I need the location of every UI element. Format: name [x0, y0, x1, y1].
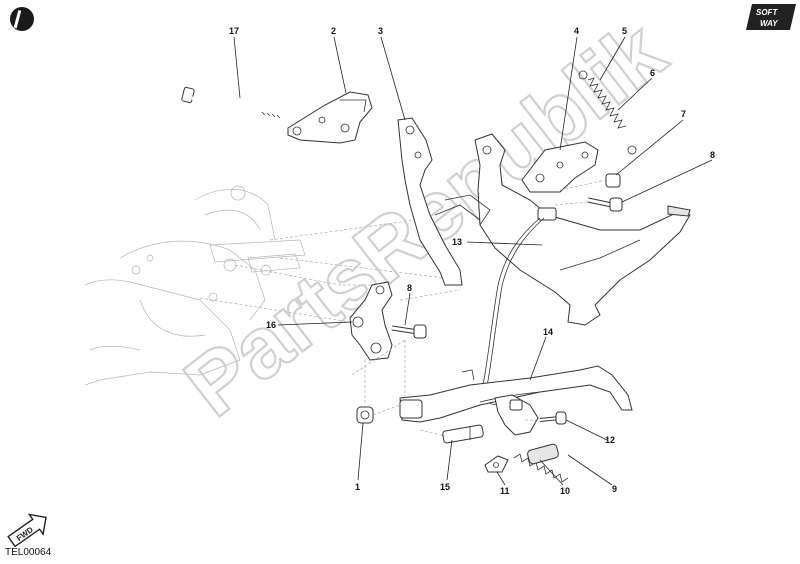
part-11-clip	[484, 455, 509, 473]
brand-logo: SOFT WAY	[746, 4, 796, 30]
part-12-bolt	[539, 411, 567, 425]
part-16-stand-bracket	[349, 281, 393, 361]
callout-labels: 17 2 3 4 5 6 7 8 13 8 16 14 12 1 15 11 1…	[229, 26, 715, 496]
assembly-guide-lines	[351, 179, 607, 437]
callout-2: 2	[331, 26, 336, 36]
callout-11: 11	[500, 486, 510, 496]
callout-8-lower: 8	[407, 283, 412, 293]
callout-16: 16	[266, 320, 276, 330]
brand-logo-line1: SOFT	[756, 8, 778, 17]
part-17-bolt	[181, 86, 281, 120]
callout-6: 6	[650, 68, 655, 78]
callout-15: 15	[440, 482, 450, 492]
leader-lines	[233, 36, 713, 486]
part-3-stand-leg	[397, 117, 463, 286]
callout-10: 10	[560, 486, 570, 496]
callout-5: 5	[622, 26, 627, 36]
callout-13: 13	[452, 237, 462, 247]
callout-9: 9	[612, 484, 617, 494]
part-2-bracket	[287, 91, 373, 144]
callout-17: 17	[229, 26, 239, 36]
corner-circle-icon	[10, 7, 34, 31]
callout-7: 7	[681, 109, 686, 119]
callout-12: 12	[605, 435, 615, 445]
part-5-spring	[578, 70, 637, 155]
frame-outline	[84, 185, 446, 386]
part-8-bolt-lower	[391, 324, 427, 339]
callout-4: 4	[574, 26, 579, 36]
forward-direction-icon: FWD	[7, 513, 47, 548]
part-1-bushing	[356, 406, 374, 424]
part-4-bracket	[521, 141, 599, 193]
callout-3: 3	[378, 26, 383, 36]
drawing-code: TEL00064	[5, 547, 52, 558]
part-7-nut	[605, 173, 621, 188]
callout-8-upper: 8	[710, 150, 715, 160]
part-10-spring	[513, 443, 569, 483]
part-15-pivot-pin	[442, 424, 484, 444]
part-14-side-stand	[399, 365, 633, 423]
part-8-bolt-upper	[587, 197, 623, 212]
part-center-stand	[434, 133, 691, 326]
part-stand-switch	[494, 394, 539, 436]
brand-logo-line2: WAY	[760, 19, 778, 28]
callout-1: 1	[355, 482, 360, 492]
callout-14: 14	[543, 327, 553, 337]
